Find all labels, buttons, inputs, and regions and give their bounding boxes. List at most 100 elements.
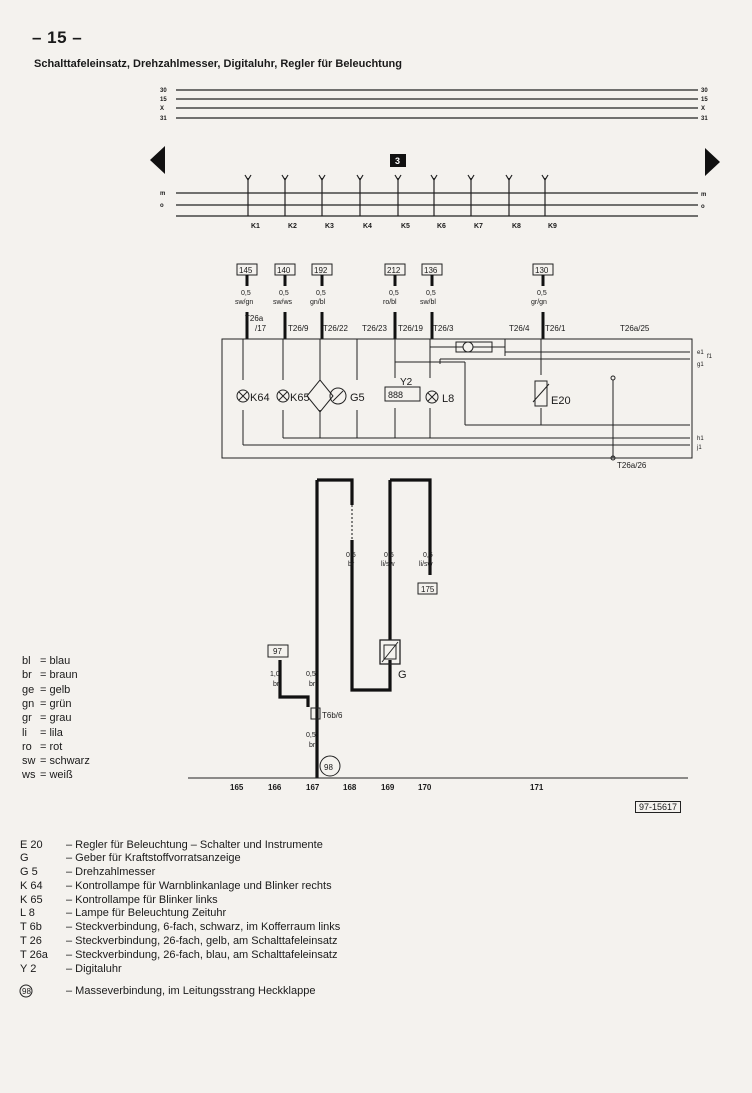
g5-gauge-icon (329, 387, 347, 405)
left-wire-1-color: br (273, 681, 280, 688)
page-title: Schalttafeleinsatz, Drehzahlmesser, Digi… (34, 58, 402, 70)
parts-legend-row: 98– Masseverbindung, im Leitungsstrang H… (20, 985, 315, 999)
lower-wire-2-size: 0,5 (384, 552, 394, 559)
color-legend-row: li= lila (22, 726, 63, 740)
part-description: – Masseverbindung, im Leitungsstrang Hec… (66, 985, 316, 997)
t6b-connector-icon (310, 707, 321, 720)
wire-ref: 140 (277, 266, 291, 275)
connector-t26a-17-b: /17 (255, 324, 267, 333)
legend-ground-98-icon (19, 984, 33, 998)
track-number-166: 166 (268, 783, 282, 792)
color-legend-row: ge= gelb (22, 683, 70, 697)
k-point-label: K1 (251, 223, 260, 230)
k-point-label: K6 (437, 223, 446, 230)
wire-ref: 212 (387, 266, 401, 275)
connector-t26-22: T26/22 (323, 324, 348, 333)
g-sender-icon (379, 639, 401, 665)
track-number-167: 167 (306, 783, 320, 792)
left-wire-2-size: 0,5 (306, 671, 316, 678)
bus-label-31-left: 31 (160, 116, 167, 122)
parts-legend-row: T 6b – Steckverbindung, 6-fach, schwarz, … (20, 921, 340, 935)
k-point-tick (430, 174, 438, 182)
color-name: = blau (40, 655, 71, 667)
k-point-label: K5 (401, 223, 410, 230)
parts-legend-row: K 65– Kontrollampe für Blinker links (20, 894, 218, 908)
connector-t26-23: T26/23 (362, 324, 387, 333)
color-legend-row: bl = blau (22, 654, 70, 668)
parts-legend-row: Y 2– Digitaluhr (20, 963, 122, 977)
lower-wire-3-size: 0,5 (423, 552, 433, 559)
bus-label-o-right: o (701, 204, 705, 210)
connector-t26a-17-a: T26a (245, 314, 264, 323)
bus-label-30-left: 30 (160, 88, 167, 94)
g-label: G (398, 669, 407, 681)
color-abbr: bl (22, 655, 31, 667)
color-legend-row: gr= grau (22, 711, 72, 725)
part-description: – Geber für Kraftstoffvorratsanzeige (66, 852, 241, 864)
k-points (244, 174, 549, 216)
k-point-tick (356, 174, 364, 182)
parts-legend-row: G – Geber für Kraftstoffvorratsanzeige (20, 852, 241, 866)
l8-lamp-icon (425, 390, 439, 404)
k-point-label: K2 (288, 223, 297, 230)
k-point-tick (318, 174, 326, 182)
wire-ref: 136 (424, 266, 438, 275)
sheet-badge-label: 3 (395, 156, 400, 166)
part-description: – Steckverbindung, 6-fach, schwarz, im K… (66, 921, 341, 933)
wire-size: 0,5 (389, 290, 399, 297)
svg-text:888: 888 (388, 390, 403, 400)
bus-label-m-right: m (701, 192, 706, 198)
ground-point-98-label: 98 (324, 763, 333, 772)
drawing-number: 97-15617 (635, 801, 682, 813)
part-code: G (20, 852, 29, 864)
bus-label-31-right: 31 (701, 116, 708, 122)
left-wire-3-color: br (309, 742, 316, 749)
connector-t26-1: T26/1 (545, 324, 566, 333)
connector-t26a-26: T26a/26 (617, 461, 647, 470)
wire-color: ro/bl (383, 299, 397, 306)
l8-label: L8 (442, 393, 454, 405)
connector-t26-9: T26/9 (288, 324, 309, 333)
color-name: = gelb (40, 683, 71, 696)
color-abbr: li (22, 726, 27, 739)
part-description: – Drehzahlmesser (66, 866, 156, 878)
connector-t26-4: T26/4 (509, 324, 530, 333)
lower-wire-1-color: br (348, 561, 355, 568)
e20-label: E20 (551, 395, 571, 407)
parts-legend-row: T 26– Steckverbindung, 26-fach, gelb, am… (20, 935, 338, 949)
wire-color: sw/bl (420, 299, 436, 306)
k65-lamp-icon (276, 389, 290, 403)
internal-wiring (242, 339, 690, 458)
g5-label: G5 (350, 392, 365, 404)
bus-label-x-right: X (701, 106, 705, 112)
color-legend-row: gn= grün (22, 697, 72, 711)
k-point-tick (541, 174, 549, 182)
wire-color: sw/gn (235, 299, 253, 306)
wire-size: 0,5 (426, 290, 436, 297)
wire-size: 0,5 (537, 290, 547, 297)
bus-label-m-left: m (160, 191, 165, 197)
wire-color: gr/gn (531, 299, 547, 306)
left-wire-2-color: br (309, 681, 316, 688)
bus-label-o-left: o (160, 203, 164, 209)
track-number-170: 170 (418, 783, 432, 792)
lower-wire-3-ref: 175 (421, 585, 435, 594)
k-point-label: K9 (548, 223, 557, 230)
connector-t26-19: T26/19 (398, 324, 423, 333)
part-description: – Regler für Beleuchtung – Schalter und … (66, 839, 323, 851)
page-number: – 15 – (32, 28, 83, 47)
parts-legend-row: G 5– Drehzahlmesser (20, 866, 155, 880)
color-abbr: br (22, 669, 32, 682)
left-wire-1-size: 1,0 (270, 671, 280, 678)
connector-t26-3: T26/3 (433, 324, 454, 333)
lamp-resistor (455, 341, 493, 353)
part-code: T 6b (20, 921, 42, 933)
wire-ref: 145 (239, 266, 253, 275)
left-wire-3-size: 0,5 (306, 732, 316, 739)
track-number-168: 168 (343, 783, 357, 792)
color-legend-row: sw= schwarz (22, 754, 90, 768)
edge-label-j1: j1 (696, 445, 702, 451)
bus-label-x-left: X (160, 106, 164, 112)
lower-wire-2-color: li/sw (381, 561, 396, 568)
parts-legend-row: E 20– Regler für Beleuchtung – Schalter … (20, 839, 323, 853)
